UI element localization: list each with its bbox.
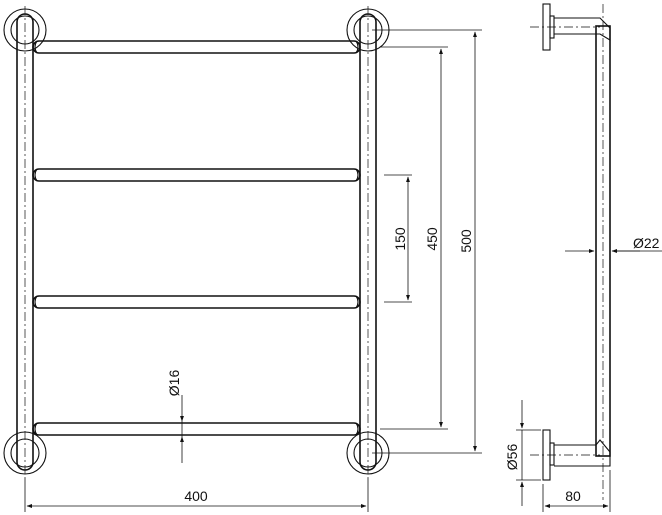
top-support-arm (554, 17, 611, 41)
rail-4 (32, 422, 361, 436)
flange-diameter-label: Ø56 (504, 444, 520, 471)
rail-2 (32, 168, 361, 182)
flange-diameter-callout (516, 400, 541, 506)
rail-1 (32, 40, 361, 54)
bottom-support-arm (554, 439, 611, 467)
projection-label: 80 (565, 488, 581, 504)
projection-dimension (542, 470, 611, 512)
tube-diameter-label: Ø22 (633, 235, 660, 251)
side-view: Ø22 Ø56 80 (504, 3, 662, 512)
rail-3 (32, 295, 361, 309)
rail-diameter-label: Ø16 (166, 370, 182, 397)
rail-span-label: 450 (424, 227, 440, 251)
rail-spacing-label: 150 (392, 227, 408, 251)
overall-height-label: 500 (458, 229, 474, 253)
front-view: 150 450 500 400 Ø16 (3, 6, 482, 512)
overall-width-label: 400 (184, 488, 208, 504)
